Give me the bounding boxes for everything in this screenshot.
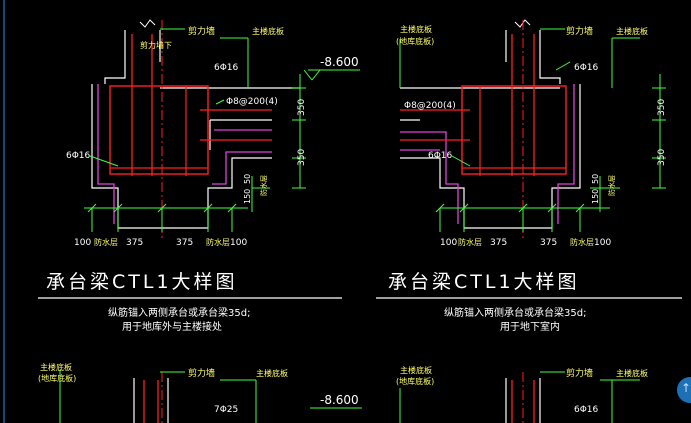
lower-left-label-sub: (地库底板) [38,373,76,383]
right-title: 承台梁CTL1大样图 [388,271,580,293]
left-label-stirrup: Φ8@200(4) [226,97,278,107]
right-dim-h3: 375 [490,238,507,248]
left-label-main-floor: 主楼底板 [252,26,284,36]
left-label-bottom-bars: 6Φ16 [66,151,91,161]
right-dim-h2: 防水层 [458,237,482,247]
scroll-up-button[interactable]: ↑ [677,377,691,403]
left-waterproof-l [97,84,115,224]
left-waterproof-r [212,151,272,185]
right-stirrup [461,85,567,175]
right-dim-v1: 350 [657,99,667,116]
left-dim-h4: 375 [176,238,193,248]
left-stirrup [109,85,209,175]
right-dim-h1: 100 [440,238,457,248]
right-label-side: 防水层 [607,175,616,196]
right-dim-h4: 375 [540,238,557,248]
right-wall-edge-r [539,30,561,84]
left-wall-outline [104,30,126,84]
lower-right-label-shear-wall: 剪力墙 [566,367,593,379]
left-dim-lines [84,28,360,232]
right-dim-h6: 100 [594,238,611,248]
right-dim-lines [399,28,666,232]
left-title: 承台梁CTL1大样图 [46,271,238,293]
lower-left-label-main-floor-2: 主楼底板 [256,368,288,378]
left-dim-v4: 50 [243,174,252,184]
right-waterproof-r [557,84,575,224]
left-label-wall-base: 剪力墙下 [140,40,172,50]
left-dim-h6: 100 [230,238,247,248]
right-detail: 主楼底板 (地库底板) 剪力墙 主楼底板 6Φ16 Φ8@200(4) 6Φ16… [376,19,682,333]
right-waterproof-l [400,131,459,224]
right-label-stirrup: Φ8@200(4) [404,101,456,111]
lower-right-label-top-bars: 6Φ16 [574,405,599,415]
left-label-side: 防水层 [259,175,268,196]
left-dim-v3: 150 [243,189,252,204]
left-note-2: 用于地库外与主楼接处 [122,320,222,333]
lower-left-label-top-bars: 7Φ25 [214,405,238,415]
arrow-up-icon: ↑ [681,381,691,395]
left-detail: 剪力墙 主楼底板 剪力墙下 6Φ16 Φ8@200(4) 6Φ16 -8.600… [38,19,360,333]
left-dim-h3: 375 [126,238,143,248]
left-elevation: -8.600 [320,55,359,69]
right-label-main-floor-sub: (地库底板) [396,36,434,46]
lower-left-label-main-floor: 主楼底板 [40,362,72,372]
right-label-shear-wall: 剪力墙 [566,25,593,37]
left-dim-v2: 350 [297,149,307,166]
right-dim-v2: 350 [657,149,667,166]
left-dim-h2: 防水层 [94,237,118,247]
lower-left-elevation: -8.600 [320,393,359,407]
left-dim-h5: 防水层 [206,237,230,247]
right-label-main-floor: 主楼底板 [400,24,432,34]
left-label-shear-wall: 剪力墙 [188,25,215,37]
right-dim-v4: 50 [591,174,600,184]
left-dim-h1: 100 [74,238,91,248]
lower-right-label-main-floor: 主楼底板 [400,365,432,375]
left-break-symbol [139,19,156,28]
right-label-bottom-bars: 6Φ16 [428,151,453,161]
right-note-1: 纵筋锚入两侧承台或承台梁35d; [444,306,586,319]
lower-right-detail: 主楼底板 (地库底板) 剪力墙 主楼底板 6Φ16 [396,365,648,423]
right-label-main-floor-r: 主楼底板 [616,26,648,36]
right-dim-ticks [435,203,585,213]
lower-left-label-shear-wall: 剪力墙 [188,367,215,379]
right-dim-v3: 150 [591,189,600,204]
left-dim-v1: 350 [297,99,307,116]
lower-right-label-sub: (地库底板) [396,376,434,386]
right-note-2: 用于地下室内 [500,320,560,333]
lower-right-label-main-floor-2: 主楼底板 [616,368,648,378]
left-dim-ticks [87,203,237,213]
lower-left-detail: 主楼底板 (地库底板) 剪力墙 主楼底板 7Φ25 -8.600 [38,362,362,423]
right-dim-h5: 防水层 [570,237,594,247]
right-label-top-bars: 6Φ16 [574,63,599,73]
left-label-top-bars: 6Φ16 [214,63,239,73]
left-note-1: 纵筋锚入两侧承台或承台梁35d; [108,306,250,319]
